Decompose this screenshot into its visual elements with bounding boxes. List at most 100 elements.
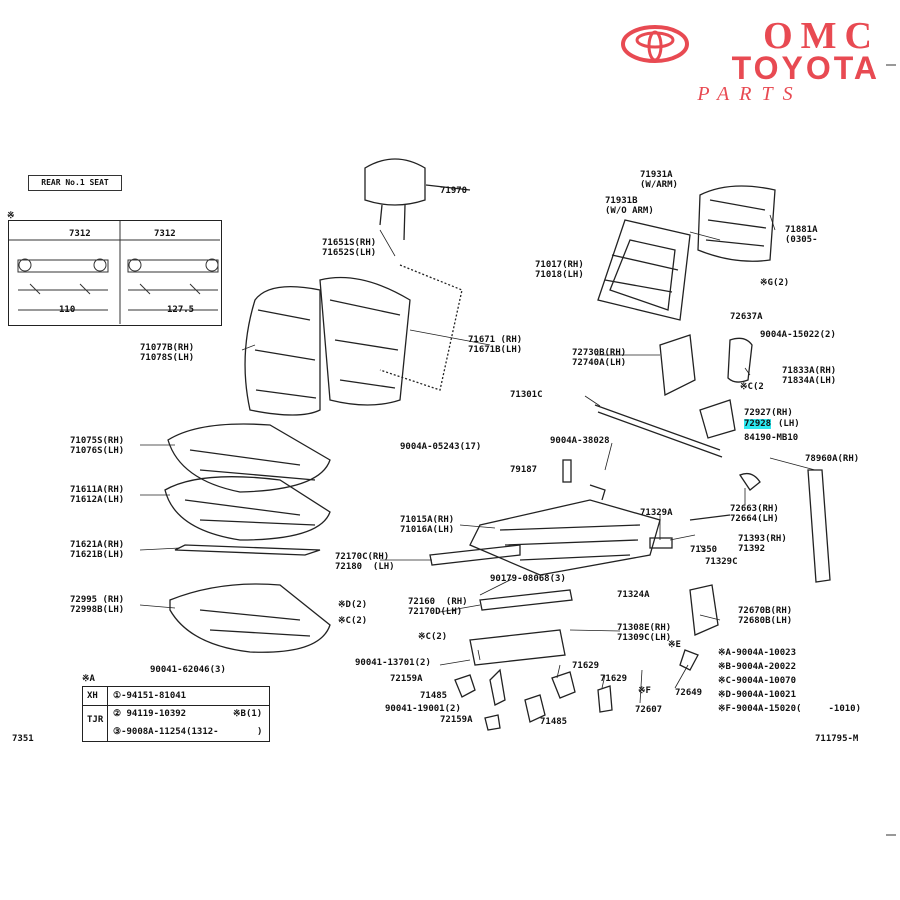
page-corner-mark	[886, 64, 896, 66]
lower-cover-shape	[169, 583, 331, 653]
page-corner-mark	[886, 834, 896, 836]
table-cell: XH	[87, 691, 98, 701]
legend-item: ※A-9004A-10023	[718, 648, 796, 658]
seatback-cover-shape	[244, 286, 321, 416]
part-label[interactable]: 90041-62046(3)	[150, 665, 226, 675]
headrest-shape	[364, 158, 426, 206]
part-label[interactable]: 72649	[675, 688, 703, 698]
back-board-shape	[697, 185, 776, 262]
part-label[interactable]: 72170C(RH) 72180 (LH)	[335, 552, 395, 572]
legend-item: ※B-9004A-20022	[718, 662, 796, 672]
table-row: ③-9008A-11254(1312- )	[83, 723, 269, 741]
rail-rh-shape	[479, 589, 573, 611]
logo-text-parts: PARTS	[697, 83, 803, 105]
part-label[interactable]: 71485	[540, 717, 568, 727]
part-label[interactable]: 71621A(RH) 71621B(LH)	[70, 540, 125, 560]
part-label[interactable]: 72670B(RH) 72680B(LH)	[738, 606, 793, 626]
part-label[interactable]: 71329A	[640, 508, 673, 518]
toyota-emblem-icon	[621, 25, 689, 63]
part-label[interactable]: ※C(2)	[338, 616, 368, 626]
part-label[interactable]: 9004A-38028	[550, 436, 610, 446]
part-label[interactable]: 72663(RH) 72664(LH)	[730, 504, 779, 524]
part-label[interactable]: 71329C	[705, 557, 738, 567]
part-label[interactable]: 84190-MB10	[744, 433, 799, 443]
inset-dim1: 110	[59, 305, 76, 315]
table-cell: ①-94151-81041	[113, 691, 187, 701]
frame-tube-shape	[594, 404, 723, 458]
part-label[interactable]: 71485	[420, 691, 448, 701]
inset-col1: 7312	[69, 229, 91, 239]
part-label[interactable]: (LH)	[778, 419, 800, 429]
part-label[interactable]: 71671 (RH) 71671B(LH)	[468, 335, 523, 355]
table-row: XH ①-94151-81041	[83, 687, 269, 706]
inset-detail-panel: ※ 7312 7312 110 127.5	[7, 211, 222, 326]
part-label[interactable]: 71393(RH) 71392	[738, 534, 787, 554]
part-label[interactable]: 71350	[690, 545, 718, 555]
part-label[interactable]: 72160 (RH) 72170D(LH)	[408, 597, 468, 617]
table-row: TJR ② 94119-10392 ※B(1)	[83, 705, 269, 725]
part-label[interactable]: 90041-19001(2)	[385, 704, 461, 714]
part-label[interactable]: 71611A(RH) 71612A(LH)	[70, 485, 125, 505]
table-cell: )	[257, 727, 263, 737]
inset-dim2: 127.5	[167, 305, 195, 315]
part-label[interactable]: 71075S(RH) 71076S(LH)	[70, 436, 125, 456]
part-label[interactable]: 71833A(RH) 71834A(LH)	[782, 366, 837, 386]
part-label[interactable]: 72995 (RH) 72998B(LH)	[70, 595, 125, 615]
part-label[interactable]: ※D(2)	[338, 600, 368, 610]
part-label[interactable]: 72730B(RH) 72740A(LH)	[572, 348, 627, 368]
fastener-table: XH ①-94151-81041 TJR ② 94119-10392 ※B(1)…	[82, 686, 270, 742]
part-label[interactable]: 71301C	[510, 390, 543, 400]
part-label[interactable]: 71015A(RH) 71016A(LH)	[400, 515, 455, 535]
part-label[interactable]: 71629	[600, 674, 628, 684]
table-cell: ② 94119-10392	[113, 709, 187, 719]
part-label[interactable]: 71931A (W/ARM)	[640, 170, 678, 190]
part-label[interactable]: 90179-08068(3)	[490, 574, 566, 584]
inset-col2: 7312	[154, 229, 176, 239]
part-label[interactable]: 71324A	[617, 590, 650, 600]
seat-frame-tray-shape	[469, 499, 661, 576]
part-label[interactable]: 72607	[635, 705, 663, 715]
inset-title: REAR No.1 SEAT	[28, 175, 122, 191]
part-label[interactable]: 72927(RH)	[744, 408, 793, 418]
part-label[interactable]: 71017(RH) 71018(LH)	[535, 260, 584, 280]
part-label[interactable]: ※C(2	[740, 382, 764, 392]
part-label[interactable]: 72159A	[440, 715, 473, 725]
part-label[interactable]: 79187	[510, 465, 538, 475]
table-cell: ③-9008A-11254(1312-	[113, 727, 219, 737]
cushion-pad-shape	[164, 476, 331, 541]
part-label[interactable]: 71651S(RH) 71652S(LH)	[322, 238, 377, 258]
part-label[interactable]: 9004A-15022(2)	[760, 330, 836, 340]
part-label[interactable]: 72159A	[390, 674, 423, 684]
part-label[interactable]: 71881A (0305-	[785, 225, 818, 245]
part-label[interactable]: 72637A	[730, 312, 763, 322]
highlighted-part-label[interactable]: 72928	[744, 419, 772, 429]
table-heading: ※A	[82, 674, 95, 684]
logo-text-toyota: TOYOTA	[731, 50, 880, 86]
part-label[interactable]: ※G(2)	[760, 278, 790, 288]
seatback-frame-shape	[597, 219, 691, 321]
logo-text-omc: OMC	[763, 15, 880, 57]
seatback-pad-shape	[319, 276, 411, 406]
footer-code-right: 711795-M	[815, 734, 859, 744]
part-label[interactable]: 71970	[440, 186, 468, 196]
omc-toyota-logo: OMC TOYOTA PARTS	[620, 15, 880, 104]
part-label[interactable]: 90041-13701(2)	[355, 658, 431, 668]
table-cell: TJR	[87, 715, 104, 725]
part-label[interactable]: ※F	[638, 686, 651, 696]
part-label[interactable]: 71629	[572, 661, 600, 671]
legend-item: ※D-9004A-10021	[718, 690, 796, 700]
part-label[interactable]: 71308E(RH) 71309C(LH)	[617, 623, 672, 643]
part-label[interactable]: 9004A-05243(17)	[400, 442, 482, 452]
footer-code-left: 7351	[12, 734, 34, 744]
rail-lh-shape	[429, 544, 521, 566]
part-label[interactable]: 71931B (W/O ARM)	[605, 196, 654, 216]
part-label[interactable]: 71077B(RH) 71078S(LH)	[140, 343, 195, 363]
legend-item: ※F-9004A-15020( -1010)	[718, 704, 862, 714]
inset-prefix: ※	[7, 211, 15, 221]
part-label[interactable]: 78960A(RH)	[805, 454, 860, 464]
part-label[interactable]: ※C(2)	[418, 632, 448, 642]
legend-item: ※C-9004A-10070	[718, 676, 796, 686]
part-label[interactable]: ※E	[668, 640, 681, 650]
table-cell: ※B(1)	[233, 709, 263, 719]
